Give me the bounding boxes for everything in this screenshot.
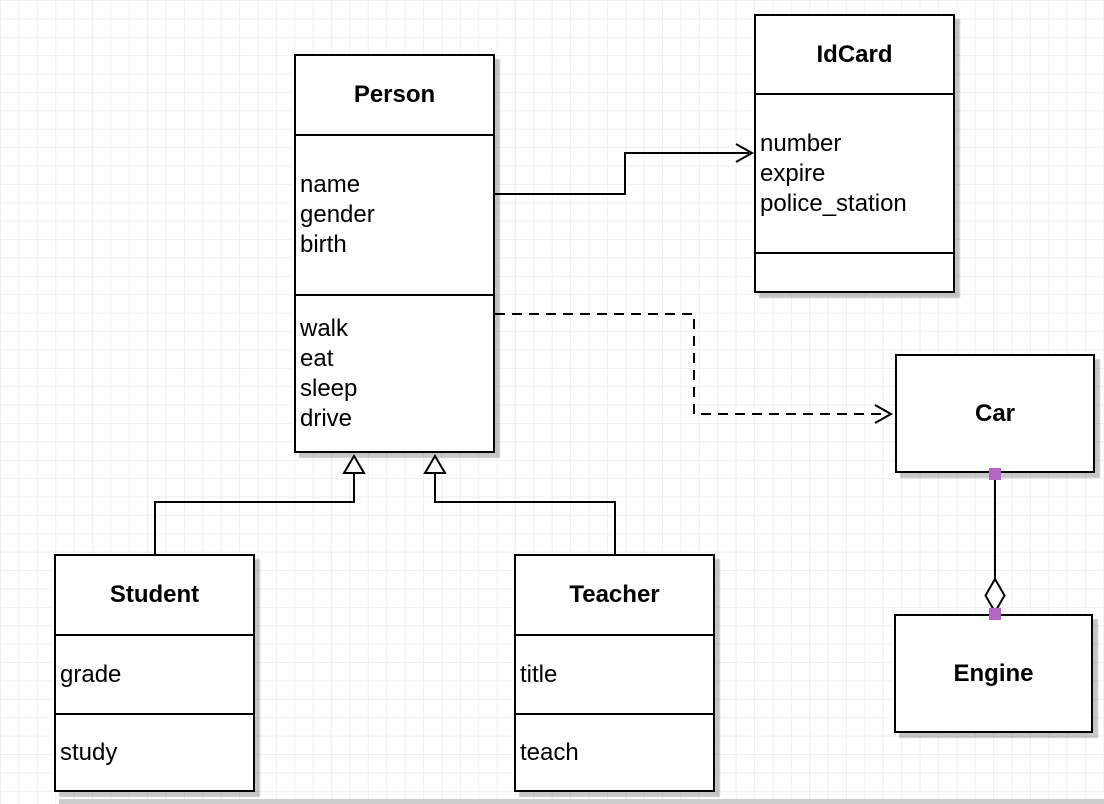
- page-edge: [59, 799, 1104, 804]
- open-arrow-icon: [735, 143, 755, 163]
- hollow-triangle-icon: [342, 454, 366, 474]
- edge-teacher-person-generalization[interactable]: [423, 454, 616, 554]
- class-title-teacher: Teacher: [569, 581, 660, 608]
- attribute-row: title: [520, 660, 558, 688]
- student-attributes-section: grade: [56, 634, 253, 713]
- person-attributes-section: name gender birth: [296, 134, 493, 294]
- method-row: study: [60, 738, 118, 766]
- attribute-row: birth: [300, 231, 347, 258]
- method-row: sleep: [300, 374, 358, 402]
- class-title-student: Student: [109, 581, 200, 608]
- edge-person-car-dependency[interactable]: [495, 313, 894, 424]
- attribute-row: expire: [760, 159, 826, 187]
- edge-person-idcard-association[interactable]: [495, 143, 755, 195]
- class-title-car: Car: [974, 399, 1016, 427]
- student-methods-section: study: [56, 713, 253, 790]
- class-title-engine: Engine: [953, 659, 1034, 687]
- method-row: drive: [300, 404, 353, 432]
- person-methods-section: walk eat sleep drive: [296, 294, 493, 451]
- class-title-person: Person: [353, 81, 436, 108]
- attribute-row: name: [300, 171, 361, 198]
- class-box-idcard[interactable]: IdCard number expire police_station: [754, 14, 955, 293]
- edge-student-person-generalization[interactable]: [154, 454, 366, 554]
- open-arrow-icon: [874, 404, 894, 424]
- attribute-row: gender: [300, 201, 375, 228]
- method-row: eat: [300, 344, 334, 372]
- attribute-row: police_station: [760, 189, 907, 217]
- class-box-person[interactable]: Person name gender birth walk eat sleep …: [294, 54, 495, 453]
- edge-car-engine-aggregation[interactable]: [984, 468, 1006, 620]
- attribute-row: number: [760, 129, 842, 157]
- class-box-teacher[interactable]: Teacher title teach: [514, 554, 715, 792]
- idcard-attributes-section: number expire police_station: [756, 93, 953, 252]
- method-row: teach: [520, 738, 579, 766]
- idcard-methods-section-empty: [756, 252, 953, 291]
- class-box-car[interactable]: Car: [895, 354, 1095, 473]
- attribute-row: grade: [60, 660, 122, 688]
- class-box-student[interactable]: Student grade study: [54, 554, 255, 792]
- class-box-engine[interactable]: Engine: [894, 614, 1093, 733]
- hollow-diamond-icon: [984, 576, 1006, 615]
- teacher-methods-section: teach: [516, 713, 713, 790]
- teacher-attributes-section: title: [516, 634, 713, 713]
- hollow-triangle-icon: [423, 454, 447, 474]
- class-title-idcard: IdCard: [816, 40, 893, 68]
- method-row: walk: [300, 314, 349, 342]
